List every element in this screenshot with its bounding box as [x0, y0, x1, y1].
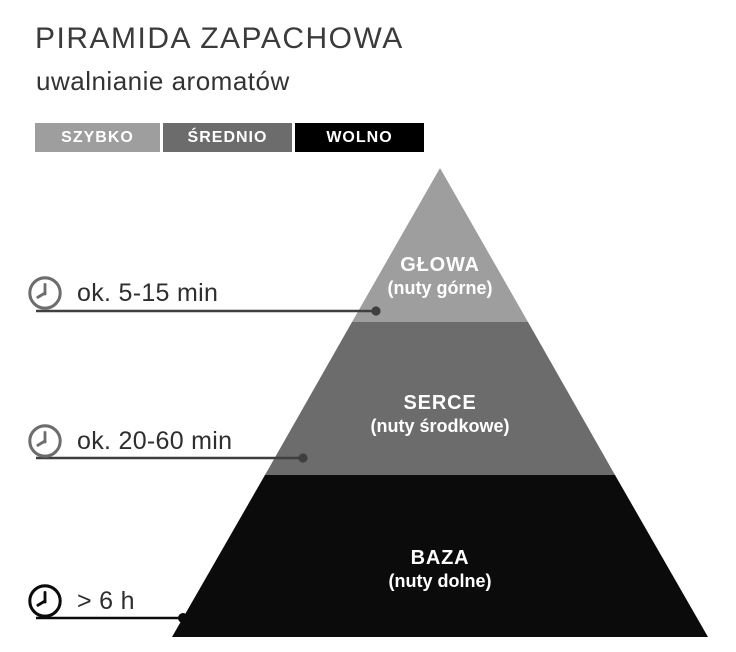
- level-name: SERCE: [403, 392, 477, 414]
- legend-item-szybko: SZYBKO: [35, 123, 160, 152]
- clock-icon: [28, 584, 62, 618]
- release-time-top-notes: ok. 5-15 min: [77, 278, 219, 307]
- legend: SZYBKO ŚREDNIO WOLNO: [35, 123, 424, 152]
- clock-icon: [28, 276, 62, 310]
- pyramid-middle-section: [265, 322, 615, 475]
- page-subtitle: uwalnianie aromatów: [36, 66, 290, 96]
- pyramid-top-section: [352, 168, 528, 322]
- time-row-middle: ok. 20-60 min: [26, 422, 232, 460]
- connector-dot-middle: [298, 453, 308, 463]
- level-note-type: (nuty górne): [387, 278, 493, 298]
- level-name: BAZA: [410, 547, 470, 569]
- connector-dot-top: [371, 306, 381, 316]
- clock-icon: [28, 424, 62, 458]
- legend-item-srednio: ŚREDNIO: [163, 123, 292, 152]
- pyramid-level-glowa: GŁOWA (nuty górne): [290, 254, 590, 300]
- level-note-type: (nuty środkowe): [370, 416, 510, 436]
- pyramid-bottom-section: [172, 475, 708, 637]
- pyramid-level-baza: BAZA (nuty dolne): [290, 547, 590, 593]
- release-time-middle-notes: ok. 20-60 min: [77, 426, 233, 455]
- pyramid-level-serce: SERCE (nuty środkowe): [290, 392, 590, 438]
- level-name: GŁOWA: [400, 254, 480, 276]
- time-row-top: ok. 5-15 min: [26, 274, 218, 312]
- release-time-base-notes: > 6 h: [77, 586, 135, 615]
- time-row-bottom: > 6 h: [26, 582, 135, 620]
- page-title: PIRAMIDA ZAPACHOWA: [35, 22, 404, 55]
- connector-dot-bottom: [178, 613, 188, 623]
- level-note-type: (nuty dolne): [388, 571, 492, 591]
- legend-item-wolno: WOLNO: [295, 123, 424, 152]
